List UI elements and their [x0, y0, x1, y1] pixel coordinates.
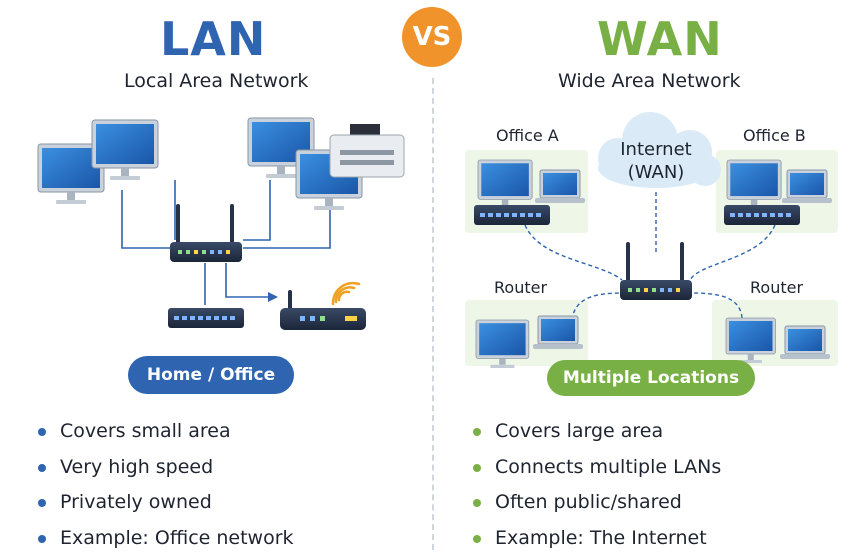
lan-badge: Home / Office	[128, 356, 294, 394]
list-item: Connects multiple LANs	[473, 454, 853, 490]
cloud-label-line1: Internet	[606, 138, 706, 161]
cloud-label-line2: (WAN)	[606, 161, 706, 184]
router-icon	[170, 204, 242, 262]
wan-feature-list: Covers large area Connects multiple LANs…	[473, 418, 853, 560]
cloud-label: Internet (WAN)	[606, 138, 706, 184]
desktop-computer-icon	[38, 118, 362, 210]
list-item: Covers large area	[473, 418, 853, 454]
office-a-label: Office A	[496, 126, 559, 145]
list-item: Example: The Internet	[473, 525, 853, 560]
list-item: Covers small area	[38, 418, 418, 454]
router-left-label: Router	[494, 278, 547, 297]
network-illustration	[0, 0, 865, 400]
network-switch-icon	[168, 308, 244, 328]
list-item: Very high speed	[38, 454, 418, 490]
list-item: Privately owned	[38, 489, 418, 525]
network-switch-icon	[474, 205, 800, 225]
printer-icon	[330, 124, 404, 177]
wan-badge: Multiple Locations	[547, 360, 755, 396]
router-right-label: Router	[750, 278, 803, 297]
lan-feature-list: Covers small area Very high speed Privat…	[38, 418, 418, 560]
list-item: Often public/shared	[473, 489, 853, 525]
office-b-label: Office B	[743, 126, 806, 145]
list-item: Example: Office network	[38, 525, 418, 560]
wifi-router-icon	[280, 283, 366, 330]
